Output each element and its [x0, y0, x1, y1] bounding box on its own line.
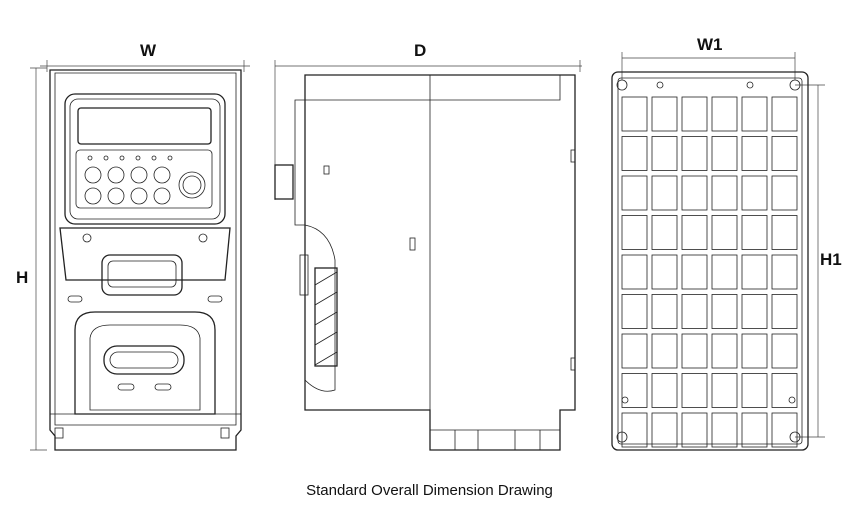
grid-cell [621, 215, 648, 250]
grid-cell [621, 136, 648, 171]
grid-cell [651, 412, 678, 448]
grid-cell [741, 373, 768, 408]
grid-cell [681, 254, 708, 290]
grid-cell [621, 254, 648, 290]
grid-cell [741, 254, 768, 290]
grid-cell [681, 96, 708, 132]
grid-cell [651, 136, 678, 171]
grid-cell [741, 215, 768, 250]
grid-cell [711, 175, 738, 211]
grid-cell [771, 175, 798, 211]
grid-cell [741, 412, 768, 448]
grid-cell [651, 254, 678, 290]
grid-cell [681, 333, 708, 369]
grid-cell [681, 136, 708, 171]
front-view [30, 60, 250, 451]
grid-cell [621, 373, 648, 408]
grid-cell [711, 96, 738, 132]
grid-cell [651, 175, 678, 211]
grid-cell [771, 136, 798, 171]
grid-cell [741, 333, 768, 369]
grid-cell [681, 373, 708, 408]
width-mount-label: W1 [697, 35, 723, 54]
grid-cell [711, 215, 738, 250]
grid-cell [771, 96, 798, 132]
grid-cell [681, 175, 708, 211]
height-mount-label: H1 [820, 250, 842, 269]
depth-label: D [414, 41, 427, 60]
grid-cell [681, 412, 708, 448]
grid-cell [711, 294, 738, 329]
grid-cell [711, 254, 738, 290]
grid-cell [621, 333, 648, 369]
grid-cell [621, 175, 648, 211]
grid-cell [621, 96, 648, 132]
grid-cell [771, 254, 798, 290]
grid-cell [771, 294, 798, 329]
width-label: W [140, 41, 157, 60]
grid-cell [771, 373, 798, 408]
grid-cell [771, 333, 798, 369]
caption: Standard Overall Dimension Drawing [306, 482, 553, 499]
grid-cell [741, 96, 768, 132]
grid-cell [711, 373, 738, 408]
grid-cell [651, 96, 678, 132]
grid-cell [711, 136, 738, 171]
grid-cell [711, 412, 738, 448]
grid-cell [771, 215, 798, 250]
grid-cell [741, 175, 768, 211]
back-view [611, 52, 825, 451]
grid-cell [771, 412, 798, 448]
grid-cell [741, 136, 768, 171]
grid-cell [651, 373, 678, 408]
grid-cell [741, 294, 768, 329]
side-view [274, 60, 582, 451]
grid-cell [651, 333, 678, 369]
grid-cell [681, 294, 708, 329]
grid-cell [651, 215, 678, 250]
grid-cell [621, 412, 648, 448]
height-label: H [16, 268, 29, 287]
grid-cell [651, 294, 678, 329]
grid-cell [711, 333, 738, 369]
grid-cell [621, 294, 648, 329]
grid-cell [681, 215, 708, 250]
